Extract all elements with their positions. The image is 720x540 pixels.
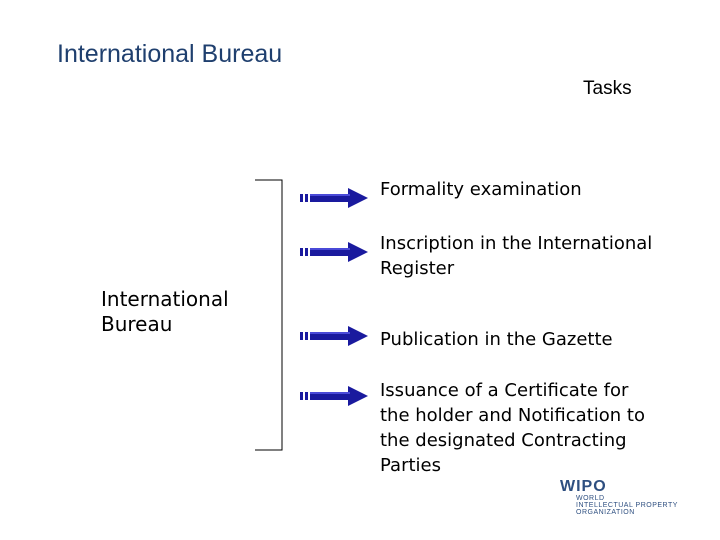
arrow-icon-inscription bbox=[300, 242, 368, 262]
task-issuance: Issuance of a Certificate for the holder… bbox=[380, 378, 710, 478]
bureau-label-line1: International bbox=[101, 287, 229, 311]
arrow-icon-formality bbox=[300, 188, 368, 208]
task-line: Issuance of a Certificate for bbox=[380, 380, 629, 401]
task-formality-examination: Formality examination bbox=[380, 177, 710, 202]
task-line: Register bbox=[380, 258, 455, 279]
task-line: Publication in the Gazette bbox=[380, 329, 613, 350]
task-line: the designated Contracting bbox=[380, 430, 627, 451]
tasks-heading: Tasks bbox=[583, 78, 632, 99]
task-line: the holder and Notification to bbox=[380, 405, 645, 426]
task-line: Inscription in the International bbox=[380, 233, 653, 254]
task-line: Formality examination bbox=[380, 179, 582, 200]
bureau-label-line2: Bureau bbox=[101, 312, 173, 336]
task-line: Parties bbox=[380, 455, 441, 476]
logo-line1: WORLD bbox=[576, 495, 605, 502]
bracket-line bbox=[255, 179, 283, 451]
wipo-logo: WIPO WORLD INTELLECTUAL PROPERTY ORGANIZ… bbox=[560, 478, 695, 518]
logo-name: WIPO bbox=[560, 478, 607, 495]
task-publication: Publication in the Gazette bbox=[380, 327, 710, 352]
page-title: International Bureau bbox=[57, 40, 283, 68]
logo-line2: INTELLECTUAL PROPERTY bbox=[576, 502, 678, 509]
logo-line3: ORGANIZATION bbox=[576, 509, 635, 516]
arrow-icon-publication bbox=[300, 326, 368, 346]
arrow-icon-issuance bbox=[300, 386, 368, 406]
task-inscription: Inscription in the International Registe… bbox=[380, 231, 710, 281]
international-bureau-label: International Bureau bbox=[101, 287, 229, 337]
